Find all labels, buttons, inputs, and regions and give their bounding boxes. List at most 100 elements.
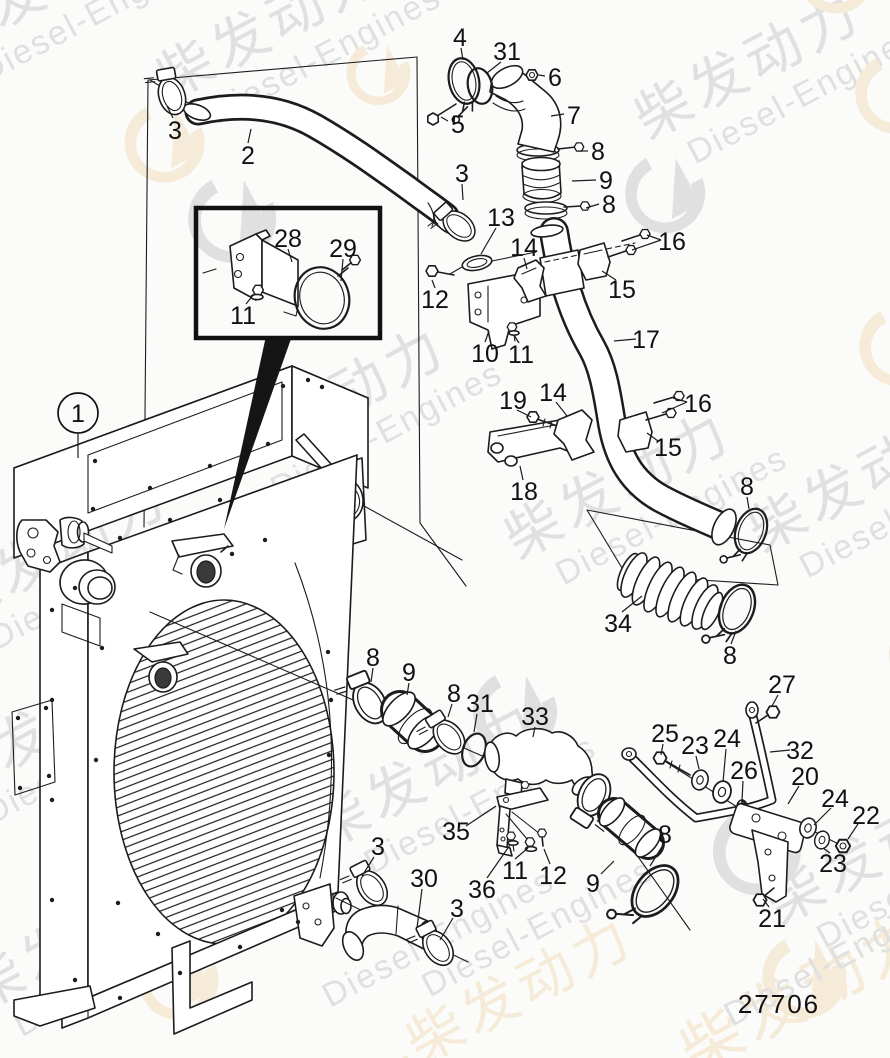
- callout-9: 9: [402, 659, 416, 687]
- callout-17: 17: [632, 326, 660, 354]
- callout-leader-19: [516, 409, 532, 418]
- callout-35: 35: [442, 818, 470, 846]
- callout-12: 12: [421, 286, 449, 314]
- callout-8: 8: [366, 644, 380, 672]
- callout-12: 12: [539, 862, 567, 890]
- callout-15: 15: [654, 434, 682, 462]
- callout-3: 3: [450, 895, 464, 923]
- callout-leader-36: [486, 844, 511, 879]
- callout-leader-12: [543, 848, 551, 865]
- callout-30: 30: [410, 865, 438, 893]
- callout-8: 8: [447, 680, 461, 708]
- callout-leader-13: [480, 227, 497, 255]
- callout-31: 31: [466, 690, 494, 718]
- callout-14: 14: [510, 234, 538, 262]
- callout-29: 29: [329, 235, 357, 263]
- foot: [13, 985, 96, 1027]
- callout-11: 11: [502, 857, 528, 885]
- callout-leader-9: [406, 682, 410, 696]
- nut-6: [525, 69, 539, 81]
- hose-9-upper: [521, 156, 562, 204]
- detail-inset-box: [193, 205, 383, 341]
- nut-11-inset: [251, 284, 265, 296]
- radiator-assembly: [11, 365, 369, 1035]
- callout-8: 8: [740, 473, 754, 501]
- callout-4: 4: [453, 24, 467, 52]
- callout-16: 16: [658, 228, 686, 256]
- callout-13: 13: [487, 204, 515, 232]
- callout-leader-31: [473, 713, 478, 733]
- callout-1: 1: [71, 400, 85, 428]
- callout-26: 26: [730, 757, 758, 785]
- callout-10: 10: [471, 340, 499, 368]
- callout-16: 16: [684, 390, 712, 418]
- callout-36: 36: [468, 876, 496, 904]
- callout-9: 9: [586, 870, 600, 898]
- callout-leader-16: [672, 397, 688, 403]
- bolt-12: [425, 264, 455, 278]
- clamp-block-15-upper: [577, 242, 611, 281]
- pipe-collar: [539, 249, 585, 297]
- callout-19: 19: [499, 387, 527, 415]
- callout-leader-6: [538, 74, 546, 77]
- callout-2: 2: [241, 142, 255, 170]
- elbow-7: [489, 64, 562, 153]
- callout-leader-14: [523, 257, 528, 270]
- oring-31-top: [466, 67, 494, 105]
- callout-leader-9: [571, 179, 597, 182]
- callout-leader-3: [461, 183, 464, 201]
- callout-leader-28: [287, 248, 293, 263]
- bolt-25: [652, 751, 691, 776]
- bellows-34: [616, 552, 724, 631]
- callout-leader-15: [646, 432, 659, 442]
- callout-leader-21: [762, 898, 770, 908]
- callout-20: 20: [791, 763, 819, 791]
- callout-leader-8: [746, 496, 750, 510]
- callout-leader-33: [532, 726, 536, 738]
- callout-15: 15: [608, 276, 636, 304]
- callout-leader-22: [847, 823, 859, 840]
- callout-leader-34: [621, 595, 643, 613]
- callout-leader-3: [361, 856, 375, 877]
- callout-leader-18: [519, 465, 524, 481]
- callout-14: 14: [539, 379, 567, 407]
- callout-leader-20: [787, 785, 800, 805]
- callout-23: 23: [819, 850, 847, 878]
- callout-8: 8: [602, 191, 616, 219]
- screw-36: [505, 831, 519, 852]
- callout-32: 32: [786, 737, 814, 765]
- clamp-bracket-installed: [171, 533, 234, 558]
- callout-leader-3: [166, 105, 174, 119]
- callout-leader-24: [722, 748, 727, 783]
- callout-leader-30: [416, 888, 423, 929]
- callout-7: 7: [567, 102, 581, 130]
- callout-leader-31: [486, 61, 502, 74]
- callout-leader-26: [741, 780, 744, 802]
- lower-bracket: [293, 883, 335, 947]
- callout-leader-16: [661, 401, 688, 414]
- callout-6: 6: [548, 64, 562, 92]
- callout-leader-5: [440, 116, 449, 122]
- detail-arrow: [224, 336, 292, 529]
- callout-leader-11: [245, 293, 255, 305]
- callout-leader-24: [813, 807, 832, 826]
- callout-24: 24: [713, 725, 741, 753]
- callout-leader-2: [247, 128, 252, 144]
- callout-leader-7: [550, 113, 565, 117]
- clamp-bracket-14-upper: [513, 259, 547, 303]
- callout-leader-16: [631, 239, 662, 251]
- callout-8: 8: [723, 642, 737, 670]
- callout-33: 33: [521, 703, 549, 731]
- callout-3: 3: [168, 117, 182, 145]
- screws: [15, 377, 334, 1001]
- callout-25: 25: [651, 720, 679, 748]
- callout-leader-12: [431, 279, 436, 289]
- callout-leader-35: [465, 805, 497, 827]
- callout-34: 34: [604, 610, 632, 638]
- callout-31: 31: [493, 38, 521, 66]
- callout-leader-29: [340, 258, 344, 282]
- callout-leader-14: [555, 401, 568, 417]
- callout-leader-17: [613, 338, 637, 342]
